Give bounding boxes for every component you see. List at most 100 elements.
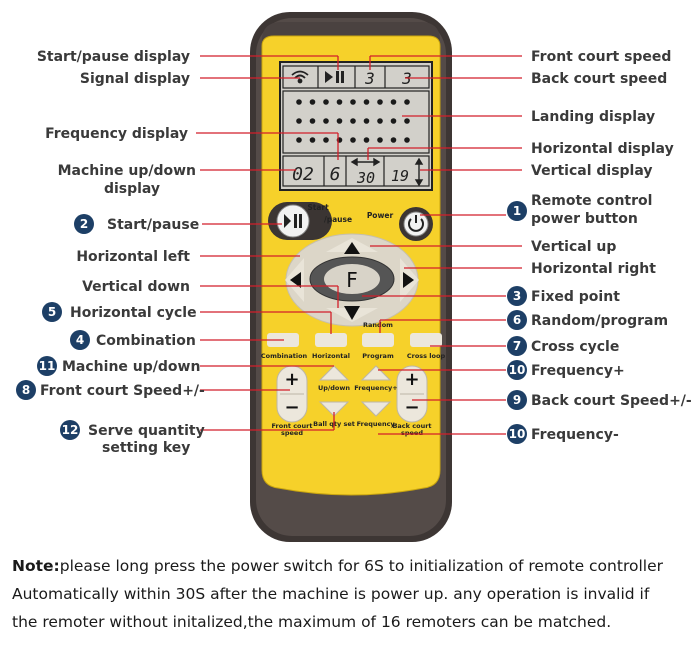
power-button[interactable] bbox=[399, 207, 433, 241]
label-front-court-speed-pm: Front court Speed+/- bbox=[40, 383, 205, 399]
front-speed-minus-button[interactable]: − bbox=[284, 397, 299, 418]
label-fixed-point: Fixed point bbox=[531, 289, 620, 305]
horizontal-button[interactable] bbox=[315, 333, 347, 347]
random-label: Random bbox=[363, 321, 393, 329]
label-vertical-display: Vertical display bbox=[531, 163, 653, 179]
ball-qty-set-button[interactable] bbox=[318, 401, 350, 417]
label-horizontal-left: Horizontal left bbox=[76, 249, 190, 265]
landing-dot bbox=[404, 118, 410, 124]
badge-7-num: 7 bbox=[513, 339, 521, 353]
landing-dot bbox=[377, 118, 383, 124]
horizontal-btn-label: Horizontal bbox=[312, 352, 350, 360]
note-line-2: Automatically within 30S after the machi… bbox=[12, 585, 650, 603]
fixed-point-f-button[interactable]: F bbox=[309, 256, 395, 302]
back-court-label-2: speed bbox=[401, 429, 423, 437]
front-court-label-1: Front court bbox=[272, 422, 313, 430]
f-key-label: F bbox=[346, 268, 358, 292]
badge-12-num: 12 bbox=[62, 423, 79, 437]
label-vertical-up: Vertical up bbox=[531, 239, 616, 255]
label-start-pause: Start/pause bbox=[107, 217, 199, 233]
badge-3-num: 3 bbox=[513, 289, 521, 303]
label-frequency-display: Frequency display bbox=[45, 126, 188, 142]
back-speed-minus-button[interactable]: − bbox=[404, 397, 419, 418]
badge-10-plus bbox=[507, 360, 527, 380]
label-back-court-speed: Back court speed bbox=[531, 71, 667, 87]
landing-dot bbox=[350, 137, 356, 143]
badge-2-num: 2 bbox=[80, 217, 88, 231]
note-text: Note:please long press the power switch … bbox=[12, 552, 692, 636]
vertical-down-button[interactable] bbox=[326, 306, 378, 322]
label-signal-display: Signal display bbox=[80, 71, 190, 87]
power-label: Power bbox=[367, 211, 394, 220]
label-serve-qty-1: Serve quantity bbox=[88, 423, 205, 439]
cross-loop-btn-label: Cross loop bbox=[407, 352, 446, 360]
badge-5 bbox=[42, 302, 62, 322]
badge-9 bbox=[507, 390, 527, 410]
landing-dot bbox=[390, 137, 397, 143]
label-random-program: Random/program bbox=[531, 313, 668, 329]
landing-dot bbox=[296, 137, 302, 143]
label-cross-cycle: Cross cycle bbox=[531, 339, 619, 355]
landing-dot bbox=[363, 137, 370, 143]
badge-7 bbox=[507, 336, 527, 356]
landing-dot bbox=[390, 118, 397, 124]
lcd-updown: 02 bbox=[292, 164, 314, 185]
start-pause-button[interactable] bbox=[268, 202, 332, 240]
label-front-court-speed: Front court speed bbox=[531, 49, 671, 65]
label-machine-updown-display-2: display bbox=[104, 181, 160, 197]
landing-dot bbox=[296, 99, 302, 105]
landing-dot bbox=[404, 99, 410, 105]
badge-11 bbox=[37, 356, 57, 376]
label-frequency-plus: Frequency+ bbox=[531, 363, 625, 379]
back-speed-plus-button[interactable]: + bbox=[404, 369, 419, 390]
lcd-vertical: 19 bbox=[391, 167, 409, 185]
horizontal-left-button[interactable] bbox=[285, 258, 304, 302]
badge-8-num: 8 bbox=[22, 383, 30, 397]
badge-5-num: 5 bbox=[48, 305, 56, 319]
landing-dot bbox=[309, 137, 316, 143]
landing-dot bbox=[404, 137, 410, 143]
landing-dot bbox=[350, 99, 356, 105]
badge-4-num: 4 bbox=[76, 333, 84, 347]
label-remote-power-1: Remote control bbox=[531, 193, 652, 209]
badge-10b-num: 10 bbox=[509, 427, 526, 441]
landing-dot bbox=[296, 118, 302, 124]
frequency-plus-button[interactable] bbox=[360, 365, 392, 381]
front-court-speed-rocker: + − bbox=[276, 365, 308, 423]
horizontal-right-button[interactable] bbox=[400, 258, 419, 302]
label-serve-qty-2: setting key bbox=[102, 440, 190, 456]
label-remote-power-2: power button bbox=[531, 211, 638, 227]
program-button[interactable] bbox=[362, 333, 394, 347]
remote-diagram: 3 3 02 6 30 19 Start /pause Power bbox=[16, 12, 692, 542]
back-court-speed-rocker: + − bbox=[396, 365, 428, 423]
lcd-frequency: 6 bbox=[330, 164, 341, 185]
landing-dot bbox=[309, 118, 316, 124]
direction-pad: F bbox=[285, 233, 419, 327]
machine-updown-up-button[interactable] bbox=[318, 365, 350, 381]
frequency-minus-button[interactable] bbox=[360, 401, 392, 417]
start-label: Start bbox=[307, 203, 329, 212]
front-speed-plus-button[interactable]: + bbox=[284, 369, 299, 390]
label-start-pause-display: Start/pause display bbox=[37, 49, 190, 65]
label-horizontal-right: Horizontal right bbox=[531, 261, 656, 277]
frequency-plus-key-label: Frequency+ bbox=[354, 384, 398, 392]
badge-1-num: 1 bbox=[513, 204, 521, 218]
landing-dot bbox=[323, 99, 329, 105]
label-horizontal-cycle: Horizontal cycle bbox=[70, 305, 197, 321]
badge-6-num: 6 bbox=[513, 313, 521, 327]
signal-icon bbox=[291, 70, 309, 84]
label-landing-display: Landing display bbox=[531, 109, 655, 125]
cross-loop-button[interactable] bbox=[410, 333, 442, 347]
badge-12 bbox=[60, 420, 80, 440]
badge-3 bbox=[507, 286, 527, 306]
badge-6 bbox=[507, 310, 527, 330]
front-court-label-2: speed bbox=[281, 429, 303, 437]
vertical-up-button[interactable] bbox=[326, 238, 378, 254]
note-line-1: Note:please long press the power switch … bbox=[12, 552, 692, 580]
combination-btn-label: Combination bbox=[261, 352, 308, 360]
note-bold: Note: bbox=[12, 557, 60, 575]
label-combination: Combination bbox=[96, 333, 196, 349]
badge-10a-num: 10 bbox=[509, 363, 526, 377]
label-vertical-down: Vertical down bbox=[82, 279, 190, 295]
lcd-screen: 3 3 02 6 30 19 bbox=[279, 61, 433, 191]
